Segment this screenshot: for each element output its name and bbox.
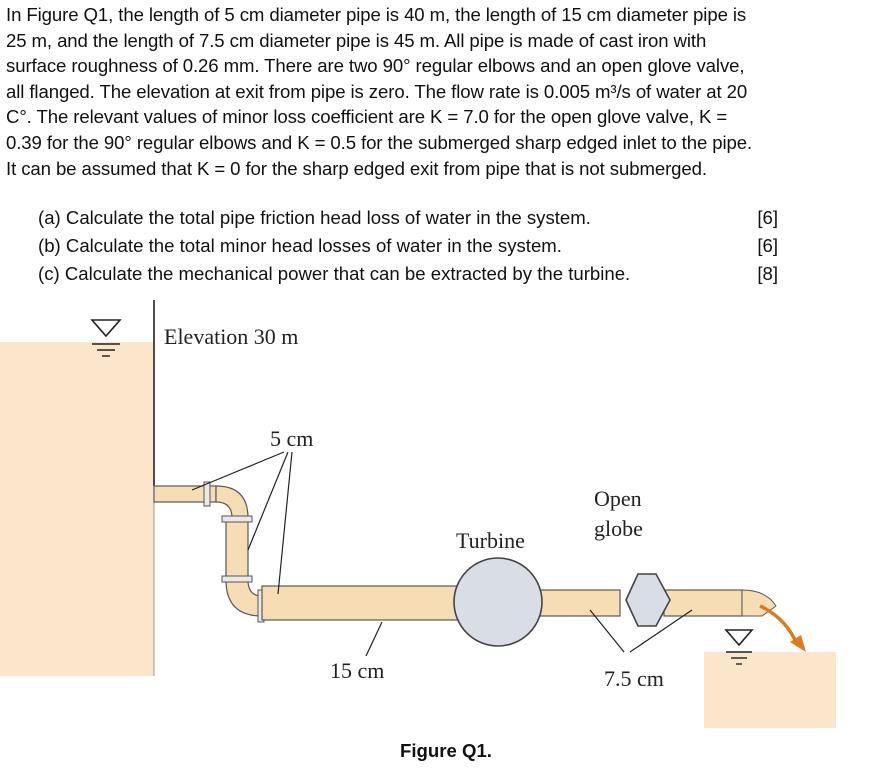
valve-label-open: Open — [594, 486, 642, 511]
problem-line: all flanged. The elevation at exit from … — [6, 80, 748, 102]
turbine-label: Turbine — [456, 528, 525, 553]
pipe-15cm — [261, 585, 463, 621]
globe-valve-body — [625, 573, 671, 627]
figure-q1-diagram: Elevation 30 m 5 cm Turbine Open globe 1… — [0, 300, 836, 728]
figure-caption: Figure Q1. — [400, 740, 492, 761]
problem-line: It can be assumed that K = 0 for the sha… — [6, 157, 707, 179]
problem-line: 25 m, and the length of 7.5 cm diameter … — [6, 29, 707, 51]
pipe-5cm-label: 5 cm — [270, 426, 313, 451]
elbow-upper — [215, 485, 249, 519]
problem-line: 0.39 for the 90° regular elbows and K = … — [6, 131, 753, 153]
question-b: (b) Calculate the total minor head losse… — [38, 232, 778, 260]
problem-line: In Figure Q1, the length of 5 cm diamete… — [6, 4, 747, 25]
question-text: (a) Calculate the total pipe friction he… — [38, 207, 591, 228]
upper-reservoir-water — [0, 342, 154, 676]
lower-water-level-icon — [724, 629, 754, 665]
question-text: (c) Calculate the mechanical power that … — [38, 263, 631, 284]
turbine-body — [453, 557, 543, 647]
lower-reservoir — [704, 652, 836, 728]
question-list: (a) Calculate the total pipe friction he… — [38, 204, 778, 288]
question-a: (a) Calculate the total pipe friction he… — [38, 204, 778, 232]
globe-valve — [625, 573, 671, 627]
upper-water-level-icon — [90, 319, 122, 357]
question-marks: [8] — [757, 263, 778, 284]
elbow-lower — [225, 579, 263, 617]
question-c: (c) Calculate the mechanical power that … — [38, 260, 778, 288]
question-marks: [6] — [757, 207, 778, 228]
valve-label-globe: globe — [594, 516, 643, 541]
upper-reservoir — [0, 300, 155, 676]
question-marks: [6] — [757, 235, 778, 256]
problem-statement: In Figure Q1, the length of 5 cm diamete… — [6, 2, 888, 181]
lower-reservoir-water — [704, 652, 836, 728]
leader-lines — [191, 451, 693, 657]
exit-flow-arrow — [759, 604, 806, 652]
problem-line: surface roughness of 0.26 mm. There are … — [6, 55, 745, 77]
elevation-label: Elevation 30 m — [164, 324, 298, 349]
turbine — [453, 557, 543, 647]
problem-line: C°. The relevant values of minor loss co… — [6, 106, 728, 128]
pipe-5cm — [153, 481, 265, 623]
pipe-15cm-label: 15 cm — [330, 658, 384, 683]
pipe-7-5cm-label: 7.5 cm — [604, 666, 664, 691]
question-text: (b) Calculate the total minor head losse… — [38, 235, 562, 256]
